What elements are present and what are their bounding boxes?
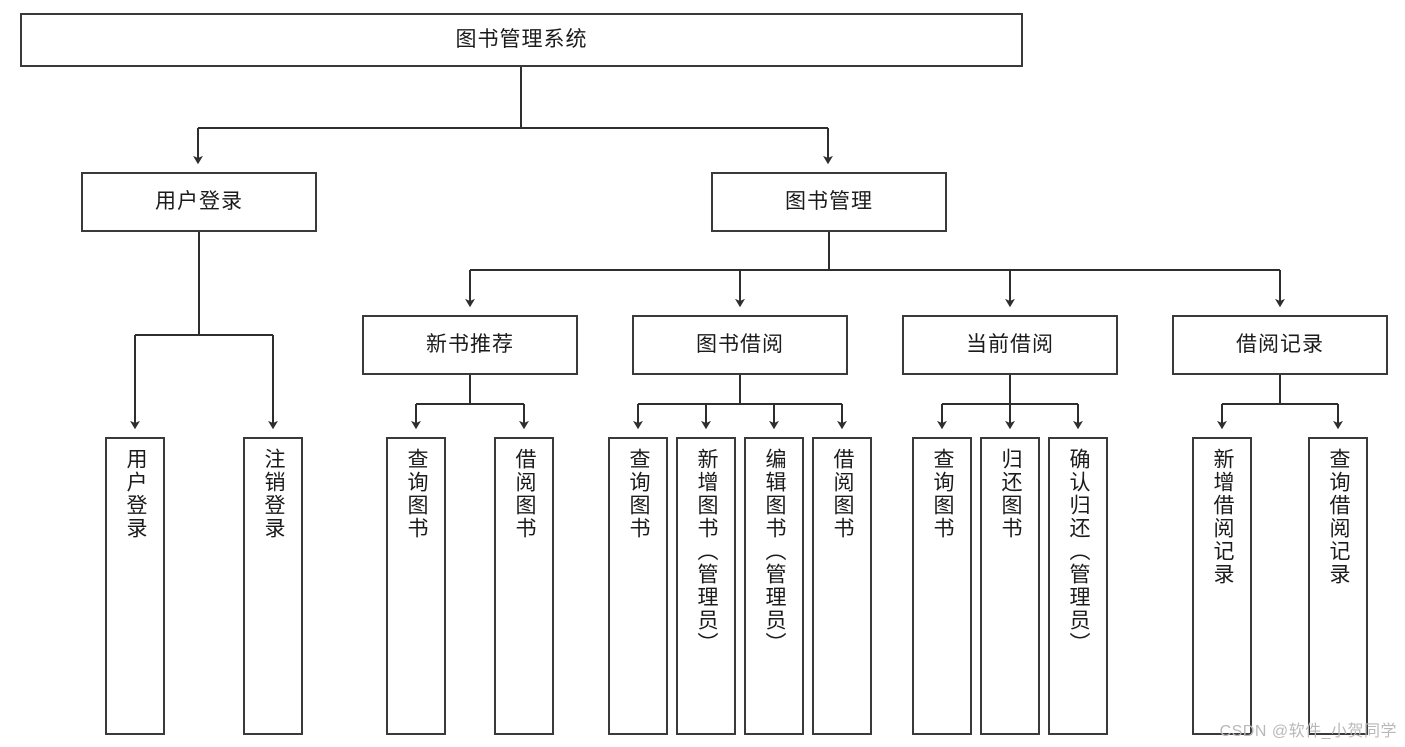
node-label: 查询借阅记录 (1327, 448, 1351, 586)
node-book-management[interactable]: 图书管理 (711, 172, 947, 232)
leaf-recommend-query-book[interactable]: 查询图书 (386, 437, 446, 735)
node-user-login[interactable]: 用户登录 (81, 172, 317, 232)
leaf-recommend-borrow-book[interactable]: 借阅图书 (494, 437, 554, 735)
node-label: 图书管理系统 (455, 28, 588, 52)
node-label: 新书推荐 (426, 333, 514, 357)
node-root-book-management-system[interactable]: 图书管理系统 (20, 13, 1023, 67)
leaf-borrow-add-book-admin[interactable]: 新增图书（管理员） (676, 437, 736, 735)
node-label: 查询图书 (405, 448, 429, 540)
leaf-current-return-book[interactable]: 归还图书 (980, 437, 1040, 735)
leaf-borrow-edit-book-admin[interactable]: 编辑图书（管理员） (744, 437, 804, 735)
node-label: 新增图书（管理员） (695, 448, 719, 655)
node-label: 图书管理 (785, 190, 873, 214)
node-label: 图书借阅 (696, 333, 784, 357)
node-label: 查询图书 (627, 448, 651, 540)
node-borrow-record[interactable]: 借阅记录 (1172, 315, 1388, 375)
leaf-current-confirm-return-admin[interactable]: 确认归还（管理员） (1048, 437, 1108, 735)
node-label: 新增借阅记录 (1211, 448, 1235, 586)
csdn-watermark: CSDN @软件_小贺同学 (1219, 723, 1397, 740)
node-label: 用户登录 (124, 448, 148, 540)
node-current-borrow[interactable]: 当前借阅 (902, 315, 1118, 375)
node-book-borrow[interactable]: 图书借阅 (632, 315, 848, 375)
node-label: 借阅记录 (1236, 333, 1324, 357)
node-label: 归还图书 (999, 448, 1023, 540)
leaf-borrow-query-book[interactable]: 查询图书 (608, 437, 668, 735)
leaf-current-query-book[interactable]: 查询图书 (912, 437, 972, 735)
node-label: 编辑图书（管理员） (763, 448, 787, 655)
node-label: 当前借阅 (966, 333, 1054, 357)
node-label: 查询图书 (931, 448, 955, 540)
node-label: 借阅图书 (831, 448, 855, 540)
node-new-book-recommend[interactable]: 新书推荐 (362, 315, 578, 375)
leaf-record-add-record[interactable]: 新增借阅记录 (1192, 437, 1252, 735)
leaf-record-query-record[interactable]: 查询借阅记录 (1308, 437, 1368, 735)
leaf-borrow-borrow-book[interactable]: 借阅图书 (812, 437, 872, 735)
leaf-user-login-login[interactable]: 用户登录 (105, 437, 165, 735)
node-label: 借阅图书 (513, 448, 537, 540)
node-label: 注销登录 (262, 448, 286, 540)
node-label: 用户登录 (155, 190, 243, 214)
leaf-user-login-logout[interactable]: 注销登录 (243, 437, 303, 735)
node-label: 确认归还（管理员） (1067, 448, 1091, 655)
